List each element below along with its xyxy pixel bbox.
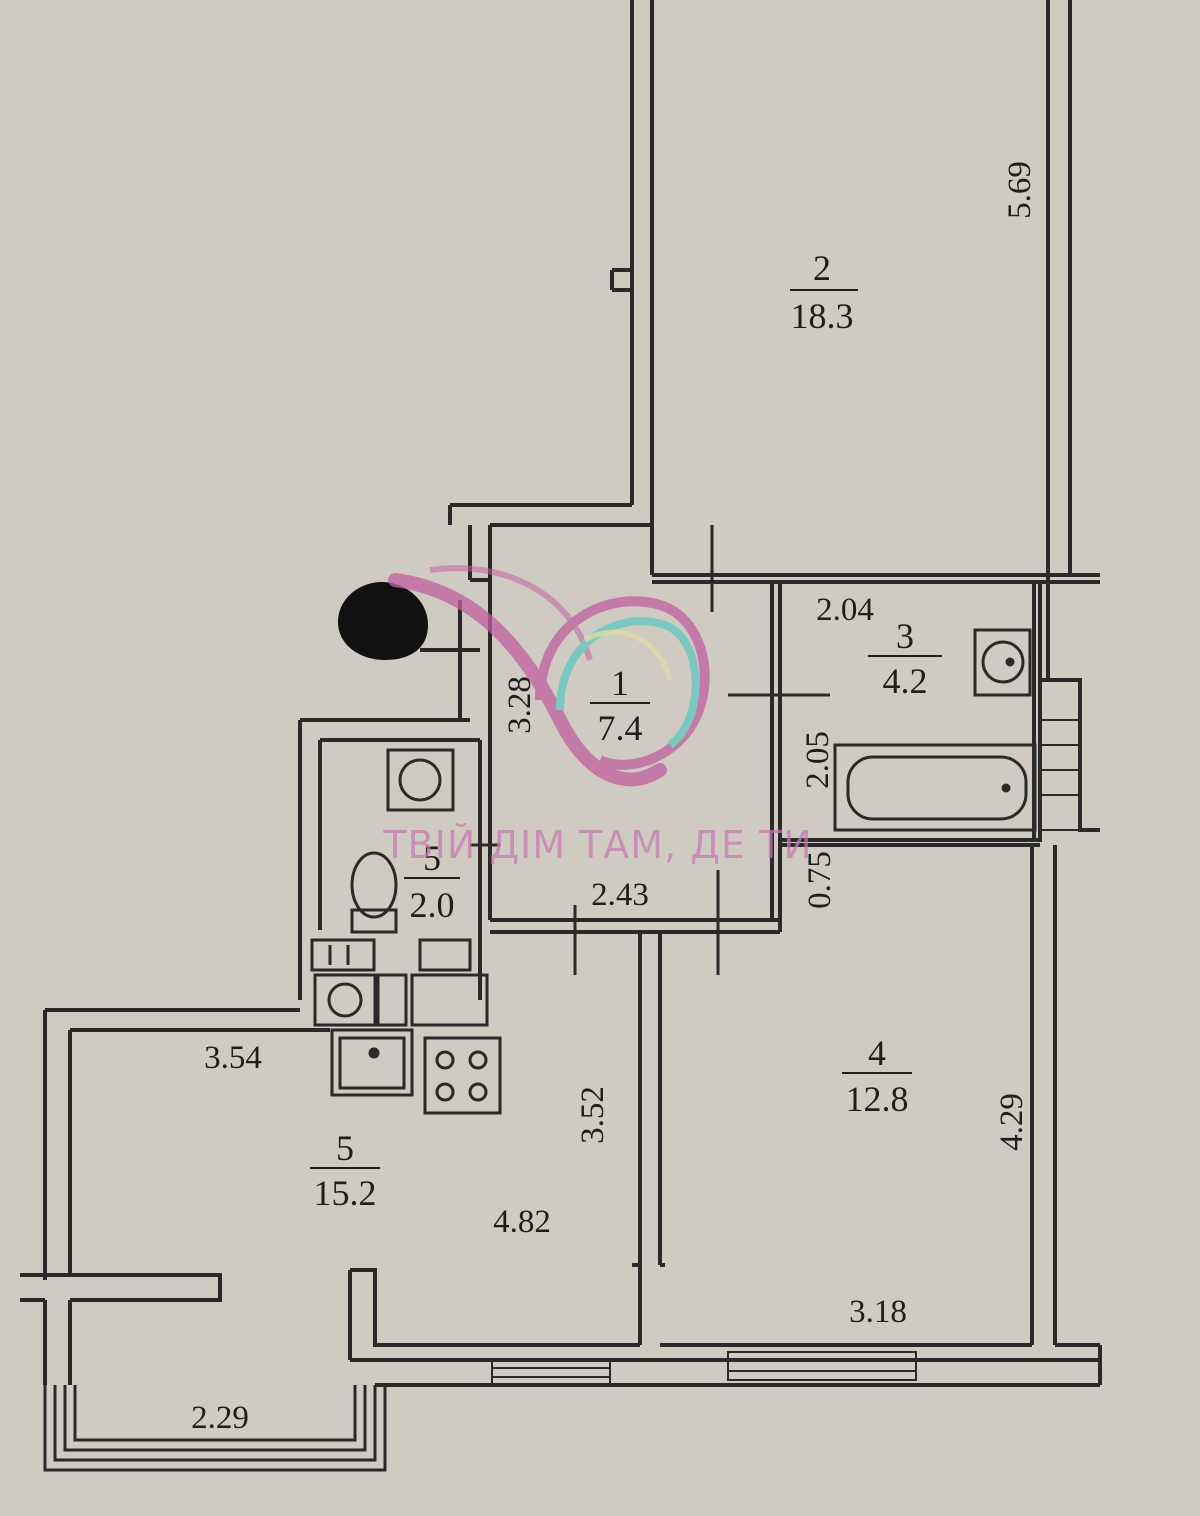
dim-3-18: 3.18 bbox=[849, 1294, 907, 1330]
dim-3-52: 3.52 bbox=[575, 1086, 611, 1144]
wall-kitchen-top bbox=[45, 1008, 330, 1032]
bathtub bbox=[833, 743, 1037, 832]
wall-hall-inner bbox=[458, 600, 470, 722]
dim-3-28: 3.28 bbox=[502, 676, 538, 734]
wall-room4 bbox=[660, 845, 1100, 1347]
room-1-number: 1 bbox=[611, 663, 629, 703]
wall-room2-right bbox=[1046, 0, 1072, 680]
cabinet-2 bbox=[410, 973, 489, 1027]
watermark-text: ТВІЙ ДІМ ТАМ, ДЕ ТИ bbox=[382, 823, 812, 867]
cabinet-3 bbox=[418, 938, 472, 972]
appliance-1 bbox=[310, 938, 376, 972]
window-kitchen bbox=[491, 1359, 611, 1386]
wall-bath-box bbox=[780, 580, 1042, 847]
room-2-number: 2 bbox=[813, 248, 831, 288]
vent-block bbox=[1039, 719, 1081, 831]
wall-left-stub bbox=[610, 268, 632, 292]
room-5-wc-area: 2.0 bbox=[410, 885, 455, 925]
dimension-labels: 5.69 2.04 3.28 2.05 2.43 0.75 3.54 3.52 … bbox=[191, 161, 1038, 1436]
wall-bottom-ext bbox=[350, 1345, 1102, 1387]
cabinet-1 bbox=[376, 973, 408, 1027]
wall-kitchen-bottom bbox=[348, 1265, 642, 1360]
room-5-wc-number: 5 bbox=[423, 838, 441, 878]
wc-sink bbox=[386, 748, 455, 812]
walls bbox=[20, 0, 1102, 1472]
wall-kitchen-left bbox=[43, 1010, 72, 1385]
fixtures bbox=[310, 628, 1037, 1115]
dim-2-29: 2.29 bbox=[191, 1400, 249, 1436]
window-room4 bbox=[727, 1351, 917, 1381]
bath-sink bbox=[973, 628, 1032, 697]
location-marker-icon bbox=[338, 582, 428, 660]
wall-room2-left bbox=[630, 0, 654, 575]
room-3-area: 4.2 bbox=[883, 661, 928, 701]
wall-kitchen-right bbox=[632, 932, 665, 1267]
door-marks bbox=[470, 525, 830, 975]
dim-2-43: 2.43 bbox=[591, 877, 649, 913]
stove bbox=[423, 1036, 502, 1115]
wall-ledge bbox=[20, 1273, 222, 1302]
wall-top-corridor bbox=[448, 503, 652, 527]
wall-wc bbox=[298, 718, 482, 1000]
room-4-number: 4 bbox=[868, 1033, 886, 1073]
watermark-logo-icon bbox=[388, 565, 710, 787]
toilet bbox=[350, 851, 398, 919]
washing-machine bbox=[313, 973, 377, 1027]
room-2-area: 18.3 bbox=[791, 296, 854, 336]
dim-5-69: 5.69 bbox=[1002, 161, 1038, 219]
room-labels: 2 18.3 3 4.2 1 7.4 5 2.0 4 12.8 5 15.2 bbox=[310, 248, 942, 1213]
windows bbox=[491, 719, 1081, 1386]
room-5-kitchen-area: 15.2 bbox=[314, 1173, 377, 1213]
dim-4-29: 4.29 bbox=[994, 1093, 1030, 1151]
room-4-area: 12.8 bbox=[846, 1079, 909, 1119]
room-3-number: 3 bbox=[896, 616, 914, 656]
dim-2-05: 2.05 bbox=[800, 731, 836, 789]
room-5-kitchen-number: 5 bbox=[336, 1128, 354, 1168]
kitchen-sink bbox=[330, 1028, 414, 1097]
dim-0-75: 0.75 bbox=[802, 851, 838, 909]
wall-balcony bbox=[43, 1385, 387, 1472]
dim-4-82: 4.82 bbox=[493, 1204, 551, 1240]
room-1-area: 7.4 bbox=[598, 708, 643, 748]
dim-3-54: 3.54 bbox=[204, 1040, 262, 1076]
dim-2-04: 2.04 bbox=[816, 592, 874, 628]
